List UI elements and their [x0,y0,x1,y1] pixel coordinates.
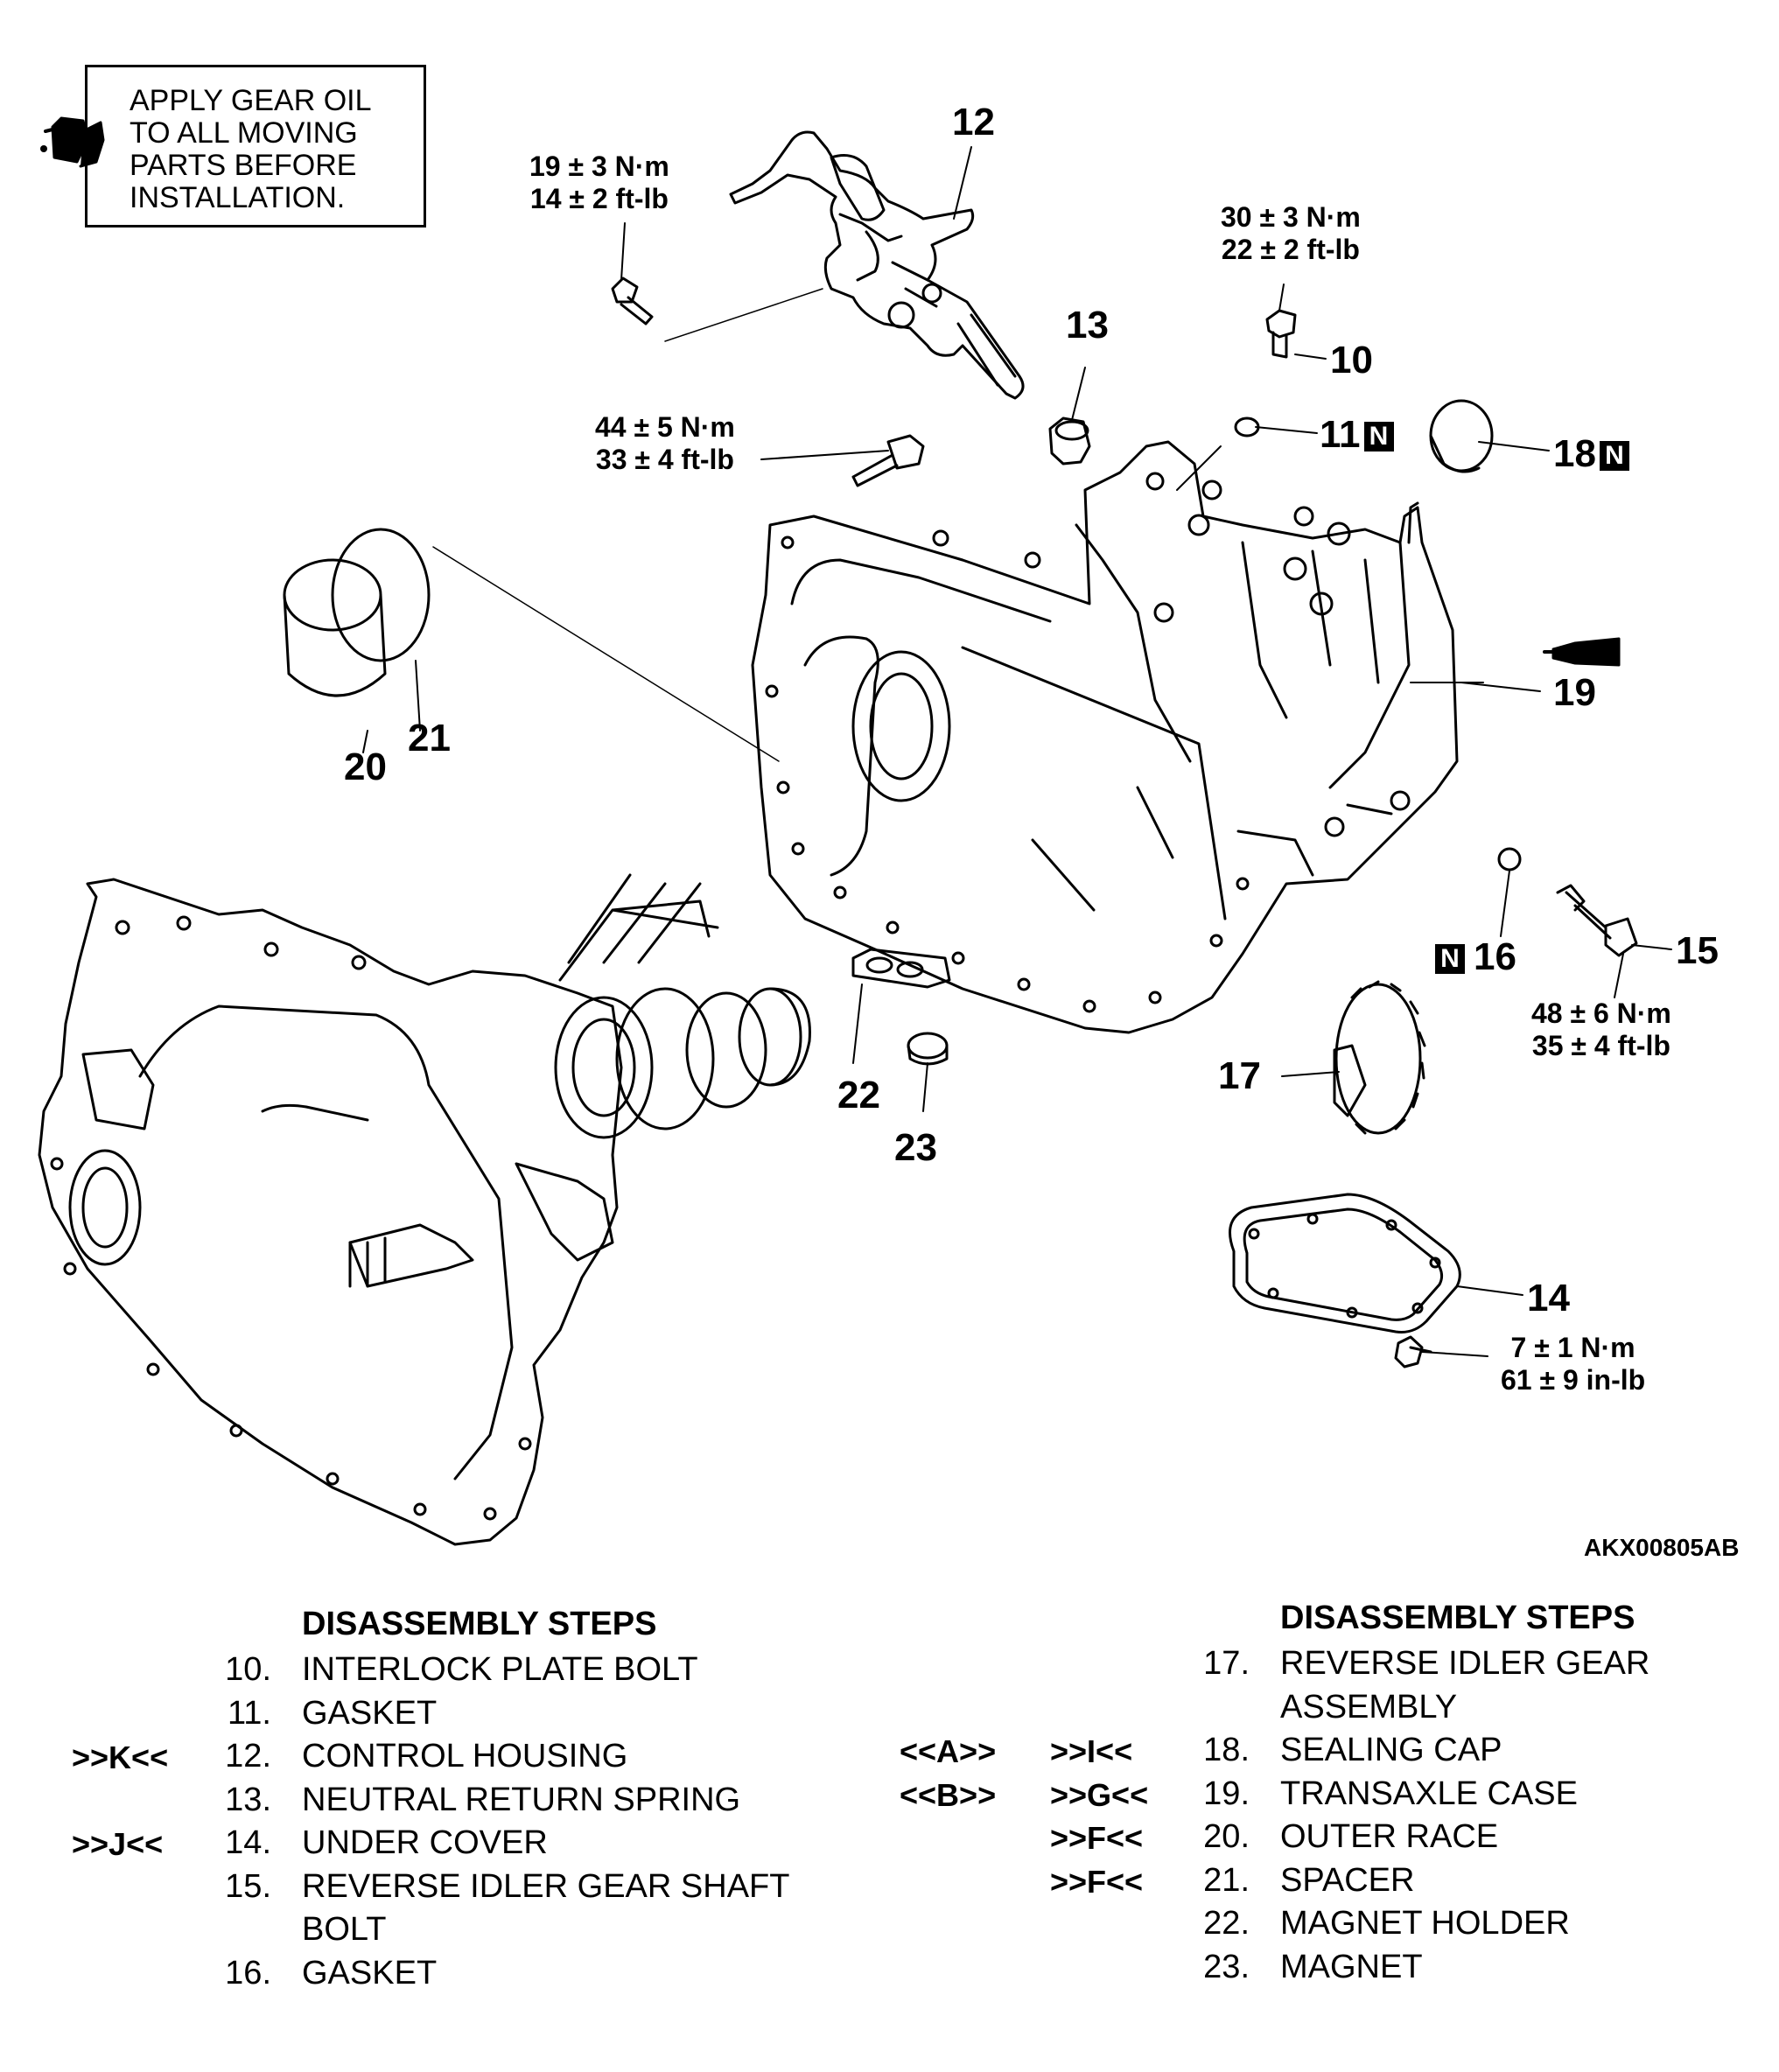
note-text: APPLY GEAR OIL TO ALL MOVING PARTS BEFOR… [130,85,372,214]
step-number: 14. [225,1824,271,1861]
step-code-b: >>F<< [1050,1863,1144,1900]
callout-13: 13 [1066,304,1109,346]
step-code-b: >>I<< [1050,1733,1133,1769]
callout-12: 12 [952,101,995,144]
callout-23: 23 [894,1126,937,1169]
callout-10: 10 [1330,339,1373,382]
step-name: GASKET [302,1694,438,1732]
step-name: CONTROL HOUSING [302,1738,628,1774]
under-cover [1229,1193,1461,1334]
magnet [907,1032,949,1066]
steps-heading-left: DISASSEMBLY STEPS [302,1606,657,1642]
control-housing [729,130,1025,400]
step-code-b: >>F<< [1050,1820,1144,1856]
callout-15: 15 [1676,929,1719,972]
step-number: 18. [1203,1732,1250,1768]
note-line: APPLY GEAR OIL [130,84,372,117]
steps-heading-right: DISASSEMBLY STEPS [1280,1600,1635,1636]
step-number: 20. [1203,1818,1250,1855]
step-number: 23. [1203,1948,1250,1985]
note-box: APPLY GEAR OIL TO ALL MOVING PARTS BEFOR… [85,65,426,228]
callout-14: 14 [1527,1277,1570,1320]
callout-21: 21 [408,717,451,760]
torque-spec-10: 30 ± 3 N·m 22 ± 2 ft-lb [1221,201,1361,265]
step-name: GASKET [302,1954,438,1992]
control-housing-bolt [611,276,823,342]
sealant-tube-icon [1543,637,1621,667]
step-name: MAGNET HOLDER [1280,1905,1570,1942]
step-name: REVERSE IDLER GEAR SHAFT [302,1867,790,1905]
reverse-idler-shaft-bolt [1556,884,1638,957]
note-line: TO ALL MOVING [130,116,358,150]
step-code: >>J<< [72,1826,164,1862]
step-number: 17. [1203,1645,1250,1682]
gasket-16 [1497,847,1522,872]
step-code-b: >>G<< [1050,1776,1149,1813]
transaxle-assembly [38,873,811,1546]
new-part-badge: N [1435,944,1465,975]
exploded-view-diagram [38,116,1672,1546]
step-number: 22. [1203,1905,1250,1942]
step-name: TRANSAXLE CASE [1280,1774,1578,1812]
new-part-badge: N [1599,441,1629,472]
step-name: SPACER [1280,1861,1415,1899]
torque-spec-12: 19 ± 3 N·m 14 ± 2 ft-lb [529,150,669,214]
note-line: INSTALLATION. [130,181,346,214]
reverse-idler-gear [1333,980,1426,1135]
torque-spec-15: 48 ± 6 N·m 35 ± 4 ft-lb [1531,998,1671,1061]
step-code-a: <<B>> [900,1776,997,1813]
leader-lines [362,146,1672,1357]
step-number: 21. [1203,1861,1250,1899]
callout-20: 20 [344,746,387,788]
step-number: 13. [225,1781,271,1818]
torque-spec-44: 44 ± 5 N·m 33 ± 4 ft-lb [595,411,735,475]
step-number: 11. [227,1694,271,1732]
step-number: 12. [225,1738,271,1774]
step-name: SEALING CAP [1280,1732,1502,1768]
step-number: 16. [225,1954,271,1992]
bolt-44nm [851,434,925,487]
neutral-return-spring [1048,416,1091,466]
transaxle-case [751,440,1459,1034]
note-line: PARTS BEFORE [130,149,357,182]
sealing-cap [1429,399,1494,473]
step-name: MAGNET [1280,1948,1423,1985]
torque-spec-14: 7 ± 1 N·m 61 ± 9 in-lb [1501,1332,1646,1396]
under-cover-bolt [1394,1335,1432,1368]
step-name: ASSEMBLY [1280,1688,1458,1726]
step-name: REVERSE IDLER GEAR [1280,1645,1650,1682]
step-name: UNDER COVER [302,1824,548,1861]
callout-19: 19 [1553,671,1596,714]
step-number: 10. [225,1651,271,1688]
new-part-badge: N [1363,422,1394,452]
step-code: >>K<< [72,1740,169,1775]
step-number: 15. [225,1867,271,1905]
figure-code: AKX00805AB [1584,1534,1740,1561]
step-name: BOLT [302,1911,387,1948]
callout-22: 22 [837,1074,880,1116]
step-name: OUTER RACE [1280,1818,1499,1855]
magnet-holder [851,948,951,989]
outer-race [283,558,387,697]
step-name: NEUTRAL RETURN SPRING [302,1781,741,1818]
interlock-plate-bolt [1265,309,1297,359]
step-code-a: <<A>> [900,1733,997,1769]
spacer-ring [331,528,431,662]
callout-17: 17 [1218,1054,1261,1097]
step-name: INTERLOCK PLATE BOLT [302,1651,698,1688]
step-number: 19. [1203,1774,1250,1812]
